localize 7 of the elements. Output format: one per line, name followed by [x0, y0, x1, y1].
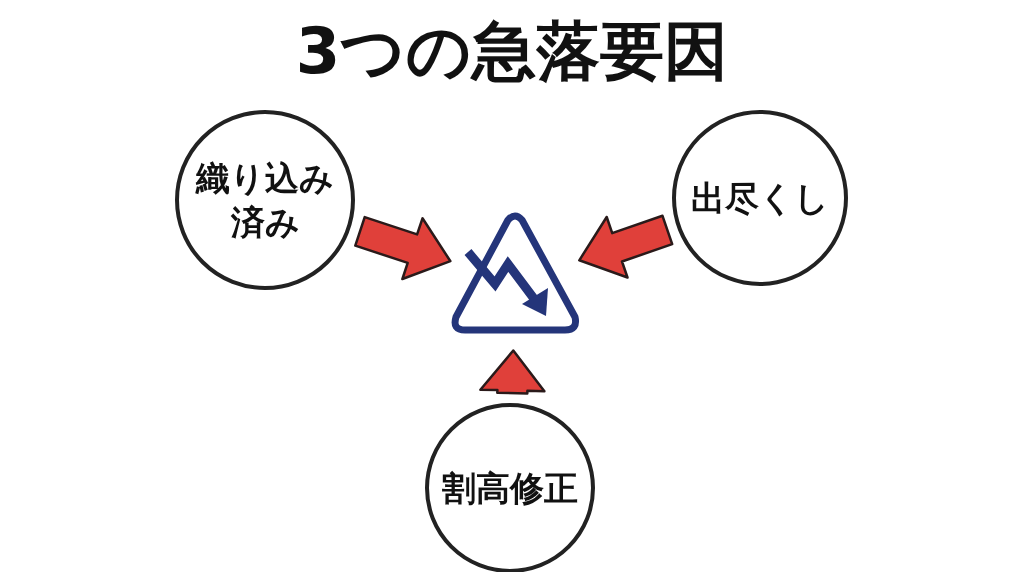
- node-label: 出尽くし: [691, 176, 829, 220]
- block-arrow: [479, 349, 546, 395]
- node-label: 割高修正: [442, 466, 578, 510]
- node-label: 織り込み済み: [195, 156, 335, 244]
- block-arrow: [354, 215, 452, 281]
- title: 3つの急落要因: [294, 13, 730, 90]
- block-arrow: [578, 214, 674, 279]
